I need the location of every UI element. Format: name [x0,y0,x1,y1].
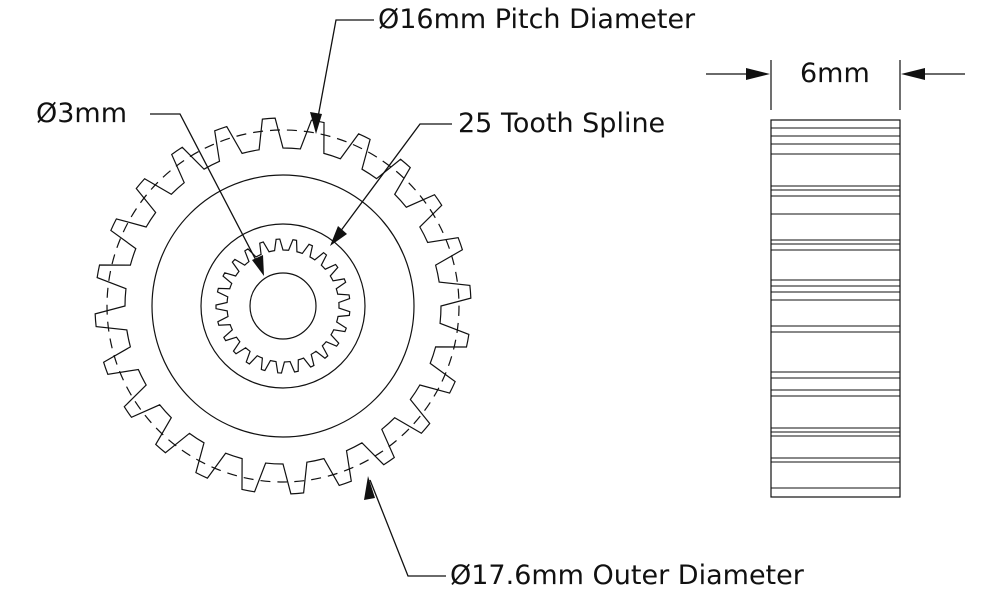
width-arrowhead-left [746,68,770,80]
spline-leader [333,123,452,241]
pitch-circle [106,129,460,483]
width-arrowheads [746,68,925,80]
spline-outline [215,238,351,374]
bore-diameter-label: Ø3mm [36,98,128,129]
side-tooth-lines [771,127,900,489]
pitch-arrowhead [310,112,322,134]
gear-teeth-outline [94,117,472,495]
spline-label: 25 Tooth Spline [458,108,666,139]
gear-front-view [94,117,472,495]
bore-circle [249,272,317,340]
side-profile [770,119,901,498]
bore-arrowhead [252,255,264,276]
gear-side-view [770,119,901,498]
pitch-leader [315,19,374,129]
width-arrowhead-right [901,68,925,80]
gear-width-label: 6mm [800,58,870,89]
outer-leader [369,479,446,577]
leader-lines [150,19,452,577]
outer-diameter-label: Ø17.6mm Outer Diameter [450,560,804,591]
hub-inner-circle [200,223,366,389]
pitch-diameter-label: Ø16mm Pitch Diameter [378,4,696,35]
hub-circle [151,174,415,438]
spline-arrowhead [330,226,347,246]
outer-arrowhead [364,476,375,500]
bore-leader [150,113,261,269]
leader-arrows [252,112,375,500]
width-dimension [706,60,965,110]
